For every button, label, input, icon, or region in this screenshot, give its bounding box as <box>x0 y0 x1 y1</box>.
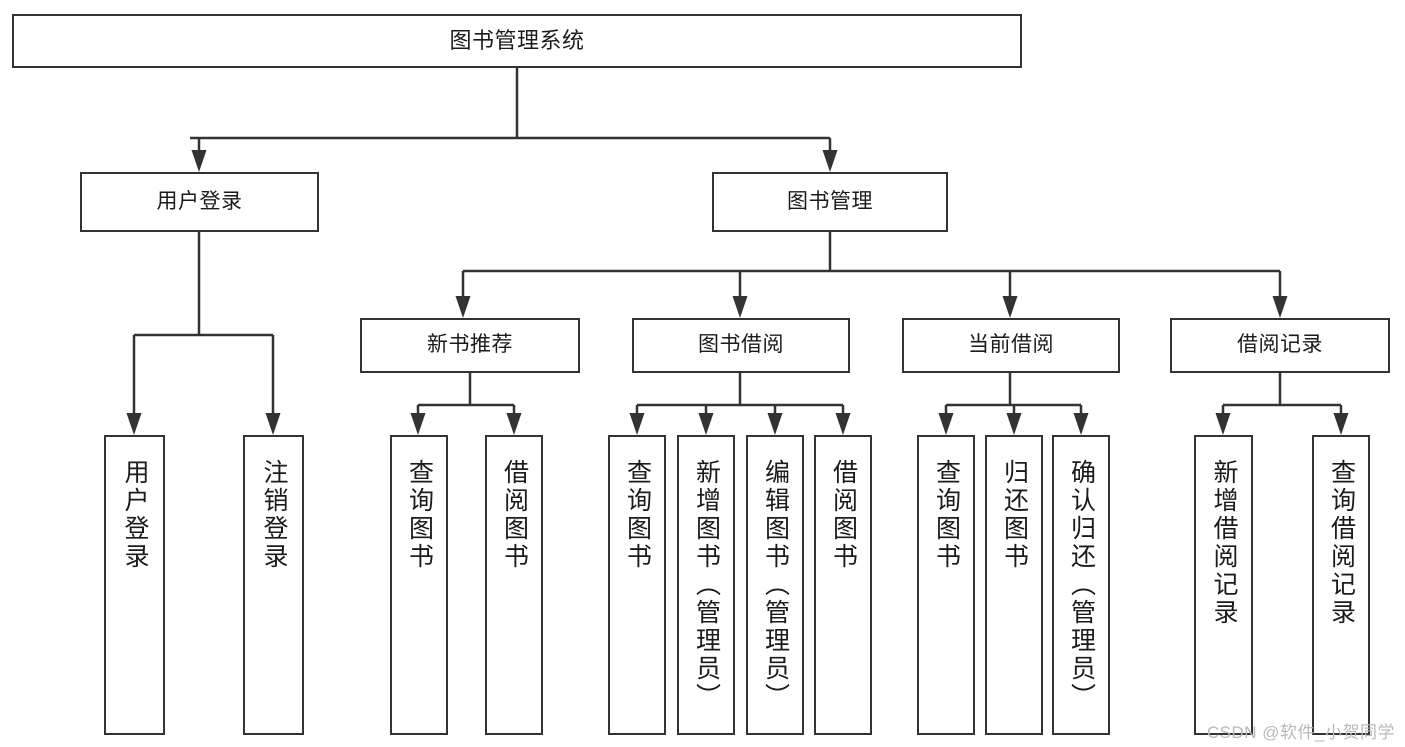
node-label-user-login: 用户登录 <box>156 189 243 213</box>
node-book-borrow[interactable]: 图书借阅 <box>632 318 850 373</box>
node-label-leaf-br-query: 查询借阅记录 <box>1327 459 1356 627</box>
node-label-leaf-bb-edit: 编辑图书（管理员） <box>761 459 790 711</box>
node-leaf-br-add[interactable]: 新增借阅记录 <box>1194 435 1253 735</box>
node-label-leaf-bb-add: 新增图书（管理员） <box>692 459 721 711</box>
node-current-borrow[interactable]: 当前借阅 <box>902 318 1120 373</box>
arrow-to-user-login-head <box>191 150 207 172</box>
node-label-leaf-bb-borrow: 借阅图书 <box>829 459 858 571</box>
arrow-to-book-borrow-head <box>732 296 748 318</box>
node-label-leaf-bb-query: 查询图书 <box>623 459 652 571</box>
node-label-book-manage: 图书管理 <box>787 189 873 213</box>
arrow-to-leaf-rec-borrow-head <box>506 413 522 435</box>
node-leaf-bb-edit[interactable]: 编辑图书（管理员） <box>746 435 804 735</box>
node-label-borrow-record: 借阅记录 <box>1237 333 1323 357</box>
node-label-leaf-rec-borrow: 借阅图书 <box>500 459 529 571</box>
node-label-leaf-br-add: 新增借阅记录 <box>1210 459 1238 627</box>
node-user-login[interactable]: 用户登录 <box>80 172 319 232</box>
arrow-to-leaf-cb-confirm-head <box>1073 413 1089 435</box>
node-label-leaf-logout: 注销登录 <box>260 459 288 571</box>
arrow-to-leaf-bb-borrow-head <box>835 413 851 435</box>
node-leaf-cb-confirm[interactable]: 确认归还（管理员） <box>1052 435 1110 735</box>
node-leaf-cb-query[interactable]: 查询图书 <box>917 435 975 735</box>
node-label-leaf-cb-query: 查询图书 <box>932 459 961 571</box>
arrow-to-leaf-logout-head <box>265 413 281 435</box>
arrow-to-leaf-br-query-head <box>1333 413 1349 435</box>
arrow-to-borrow-record-head <box>1272 296 1288 318</box>
node-leaf-logout[interactable]: 注销登录 <box>243 435 304 735</box>
arrow-to-book-manage-head <box>822 150 838 172</box>
node-leaf-user-login[interactable]: 用户登录 <box>104 435 165 735</box>
arrow-to-leaf-bb-edit-head <box>767 413 783 435</box>
node-label-book-borrow: 图书借阅 <box>698 333 784 357</box>
arrow-to-leaf-cb-return-head <box>1006 413 1022 435</box>
arrow-to-leaf-br-add-head <box>1215 413 1231 435</box>
node-root[interactable]: 图书管理系统 <box>12 14 1022 68</box>
node-new-book-rec[interactable]: 新书推荐 <box>360 318 580 373</box>
node-label-leaf-cb-return: 归还图书 <box>1000 459 1029 571</box>
node-label-leaf-user-login: 用户登录 <box>121 459 149 571</box>
arrow-to-current-borrow-head <box>1002 296 1018 318</box>
node-label-root: 图书管理系统 <box>449 28 585 54</box>
node-leaf-bb-add[interactable]: 新增图书（管理员） <box>677 435 735 735</box>
node-label-new-book-rec: 新书推荐 <box>427 333 513 357</box>
node-borrow-record[interactable]: 借阅记录 <box>1170 318 1390 373</box>
node-leaf-br-query[interactable]: 查询借阅记录 <box>1312 435 1370 735</box>
node-label-leaf-rec-query: 查询图书 <box>405 459 434 571</box>
arrow-to-leaf-bb-add-head <box>698 413 714 435</box>
node-book-manage[interactable]: 图书管理 <box>712 172 948 232</box>
node-leaf-cb-return[interactable]: 归还图书 <box>985 435 1043 735</box>
node-leaf-bb-query[interactable]: 查询图书 <box>608 435 666 735</box>
arrow-to-new-book-rec-head <box>455 296 471 318</box>
watermark: CSDN @软件_小贺同学 <box>1206 723 1395 742</box>
node-label-leaf-cb-confirm: 确认归还（管理员） <box>1067 459 1096 711</box>
node-leaf-bb-borrow[interactable]: 借阅图书 <box>814 435 872 735</box>
node-label-current-borrow: 当前借阅 <box>968 333 1054 357</box>
arrow-to-leaf-user-login-head <box>126 413 142 435</box>
arrow-to-leaf-bb-query-head <box>629 413 645 435</box>
arrow-to-leaf-cb-query-head <box>938 413 954 435</box>
arrow-to-leaf-rec-query-head <box>410 413 426 435</box>
node-leaf-rec-query[interactable]: 查询图书 <box>390 435 448 735</box>
node-leaf-rec-borrow[interactable]: 借阅图书 <box>485 435 543 735</box>
